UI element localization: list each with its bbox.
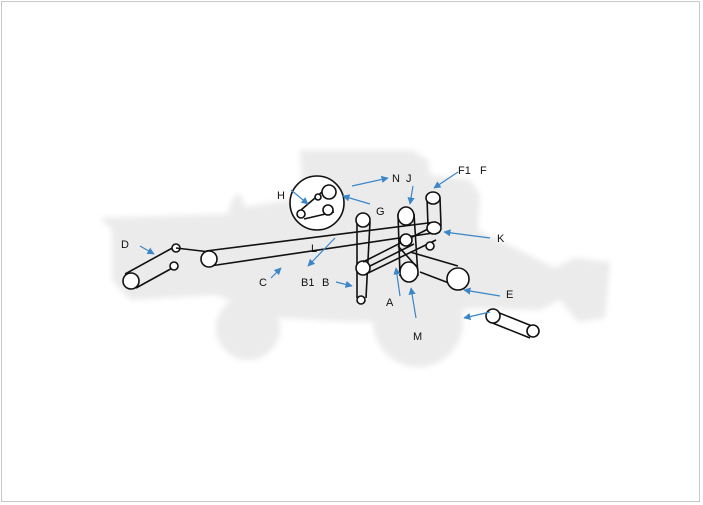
label-b1: B1 [301, 277, 314, 289]
belt-e-upper [409, 251, 459, 267]
pulley-h-small [314, 193, 322, 201]
arrow-k [443, 229, 491, 239]
arrow-m [408, 287, 417, 319]
cylinder-end-right [526, 324, 540, 338]
belt-d-lower [135, 265, 177, 289]
label-c: C [259, 277, 267, 289]
belt-d-link [175, 247, 211, 253]
machine-silhouette [100, 150, 610, 367]
belt-l-lower [365, 239, 437, 275]
pulley-j [397, 206, 415, 226]
belt-l-upper [362, 227, 431, 263]
pulley-h-top [321, 184, 337, 200]
label-a: A [386, 297, 394, 309]
arrow-c [270, 267, 282, 279]
pulley-f [425, 191, 441, 205]
pulley-h-left [296, 209, 306, 219]
pulley-b1-mid [355, 260, 371, 276]
header-silhouette [555, 258, 610, 322]
label-d: D [121, 239, 129, 251]
belt-jm-right [413, 213, 419, 277]
belt-jm-left [397, 213, 401, 277]
arrow-h [290, 189, 309, 205]
label-h: H [277, 190, 285, 202]
label-f: F [480, 165, 487, 177]
label-b: B [322, 277, 329, 289]
label-l: L [311, 243, 317, 255]
label-k: K [497, 233, 505, 245]
arrow-e [463, 287, 501, 297]
belt-f-left [426, 197, 429, 227]
detail-circle-h [289, 175, 345, 231]
pulley-c [200, 250, 218, 268]
pulley-e [446, 267, 470, 291]
pulley-h-mid [322, 204, 334, 216]
cylinder-end-left [485, 308, 501, 324]
pulley-f-bottom [426, 221, 442, 235]
pulley-a-center [399, 233, 413, 247]
label-e: E [506, 289, 513, 301]
arrow-l [307, 237, 336, 267]
leader-arrows [139, 171, 501, 321]
rear-wheel-silhouette [216, 296, 280, 360]
belt-a-cross-1 [369, 243, 415, 267]
label-n: N [392, 173, 400, 185]
part-labels: D C B1 B L H G N J F1 F K A E M [121, 165, 513, 343]
arrow-f1 [433, 171, 459, 189]
label-m: M [413, 331, 422, 343]
label-f1: F1 [458, 165, 471, 177]
label-j: J [406, 173, 412, 185]
pulley-k-small [425, 241, 435, 251]
pulley-d-small-bottom [169, 261, 179, 271]
belt-a-cross-2 [397, 245, 417, 267]
arrow-b1-b [335, 280, 353, 288]
belt-drawing [122, 175, 540, 339]
front-wheel-silhouette [373, 277, 463, 367]
pulley-b-bottom [356, 295, 366, 305]
arrow-a [393, 267, 401, 297]
cylinder-lower [489, 321, 531, 339]
body-silhouette [100, 150, 610, 322]
arrow-j [407, 185, 415, 205]
belt-d-upper [124, 245, 177, 275]
pulley-d-large [122, 272, 140, 290]
belt-f-right [439, 197, 442, 227]
arrow-d [139, 245, 155, 255]
arrow-cylinder [463, 311, 491, 321]
arrow-n [351, 175, 389, 187]
arrow-g [342, 194, 371, 205]
label-g: G [376, 206, 385, 218]
pulley-b-top [355, 212, 371, 228]
